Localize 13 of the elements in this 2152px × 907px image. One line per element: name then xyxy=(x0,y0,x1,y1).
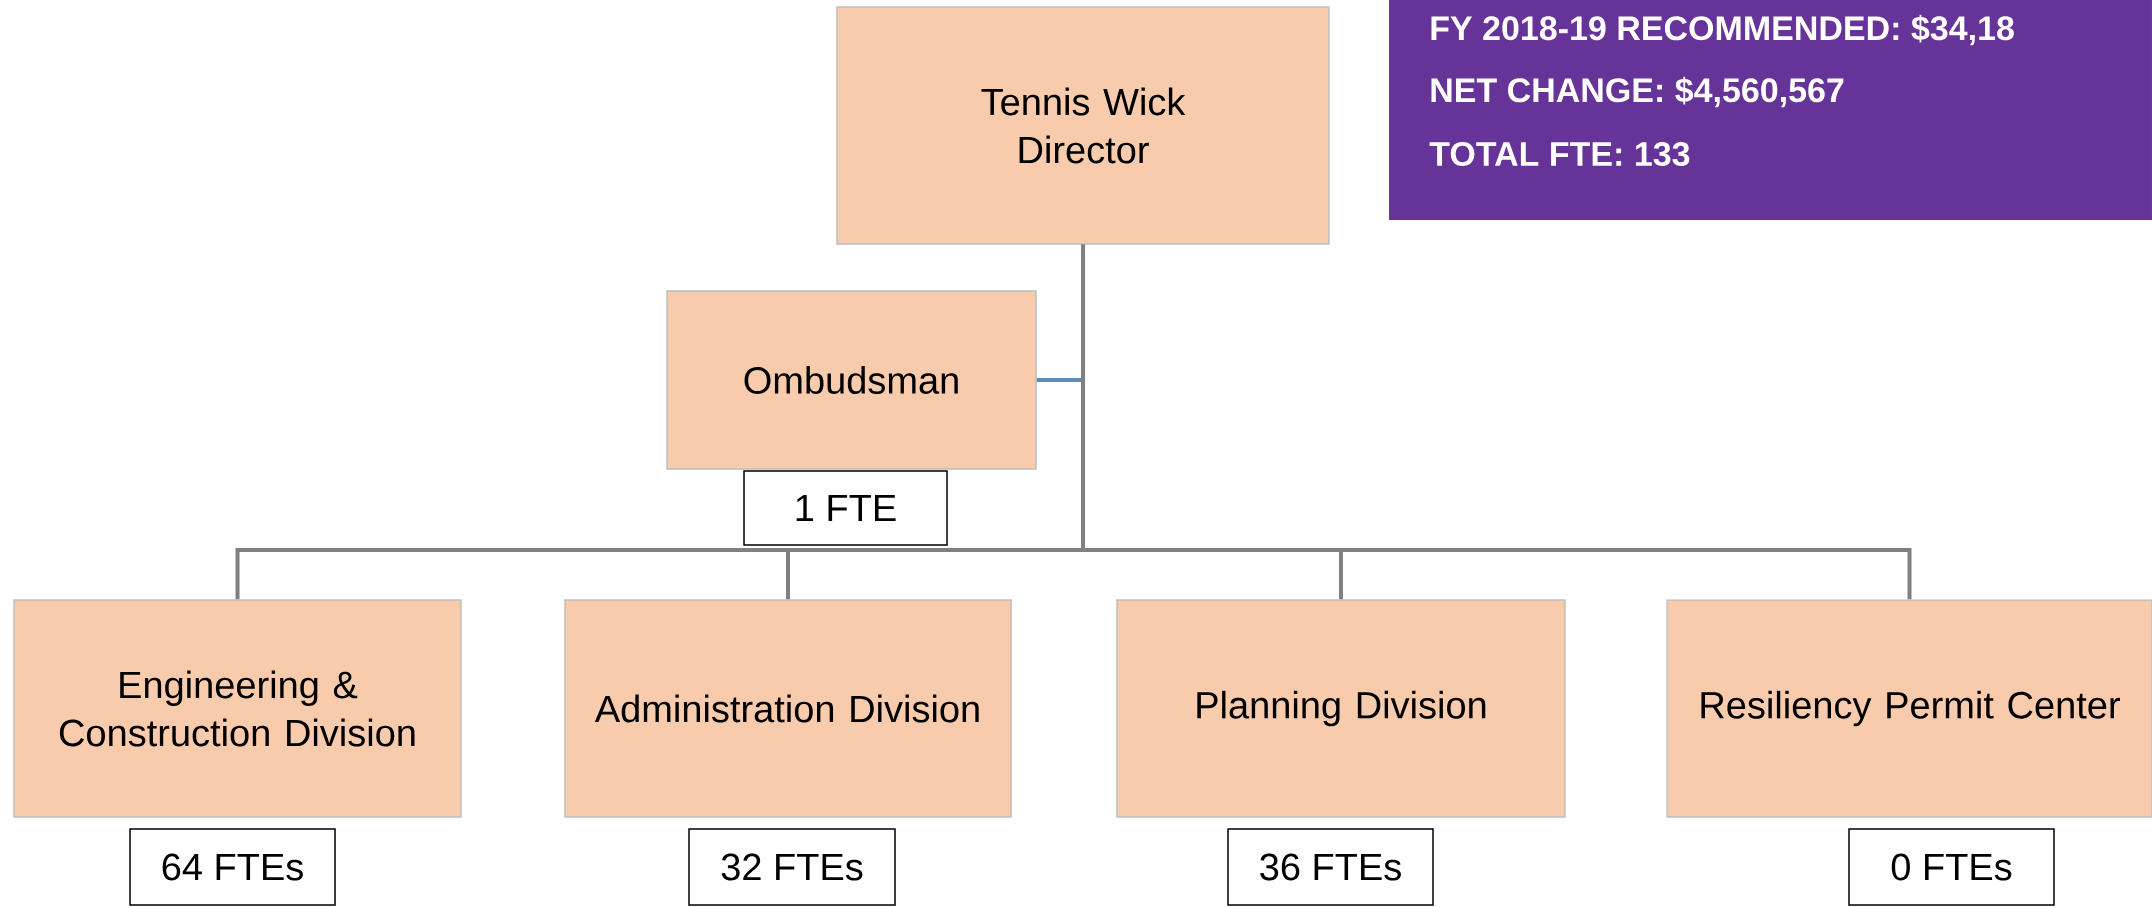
budget-panel: FY 2018-19 RECOMMENDED: $34,18 NET CHANGE: $4,560,567 TOTAL FTE: 133 xyxy=(1389,0,2152,220)
connector-line xyxy=(1081,244,1912,600)
org-box: Ombudsman xyxy=(666,290,1037,470)
fte-box: 64 FTEs xyxy=(129,828,336,906)
fte-box: 36 FTEs xyxy=(1227,828,1434,906)
org-box: Engineering & Construction Division xyxy=(13,599,462,818)
org-box: Administration Division xyxy=(564,599,1012,818)
org-box: Tennis Wick Director xyxy=(836,6,1330,245)
fte-box: 32 FTEs xyxy=(688,828,896,906)
fte-box: 1 FTE xyxy=(743,470,948,546)
org-box: Resiliency Permit Center xyxy=(1666,599,2152,818)
org-box: Planning Division xyxy=(1116,599,1566,818)
fte-box: 0 FTEs xyxy=(1848,828,2055,906)
